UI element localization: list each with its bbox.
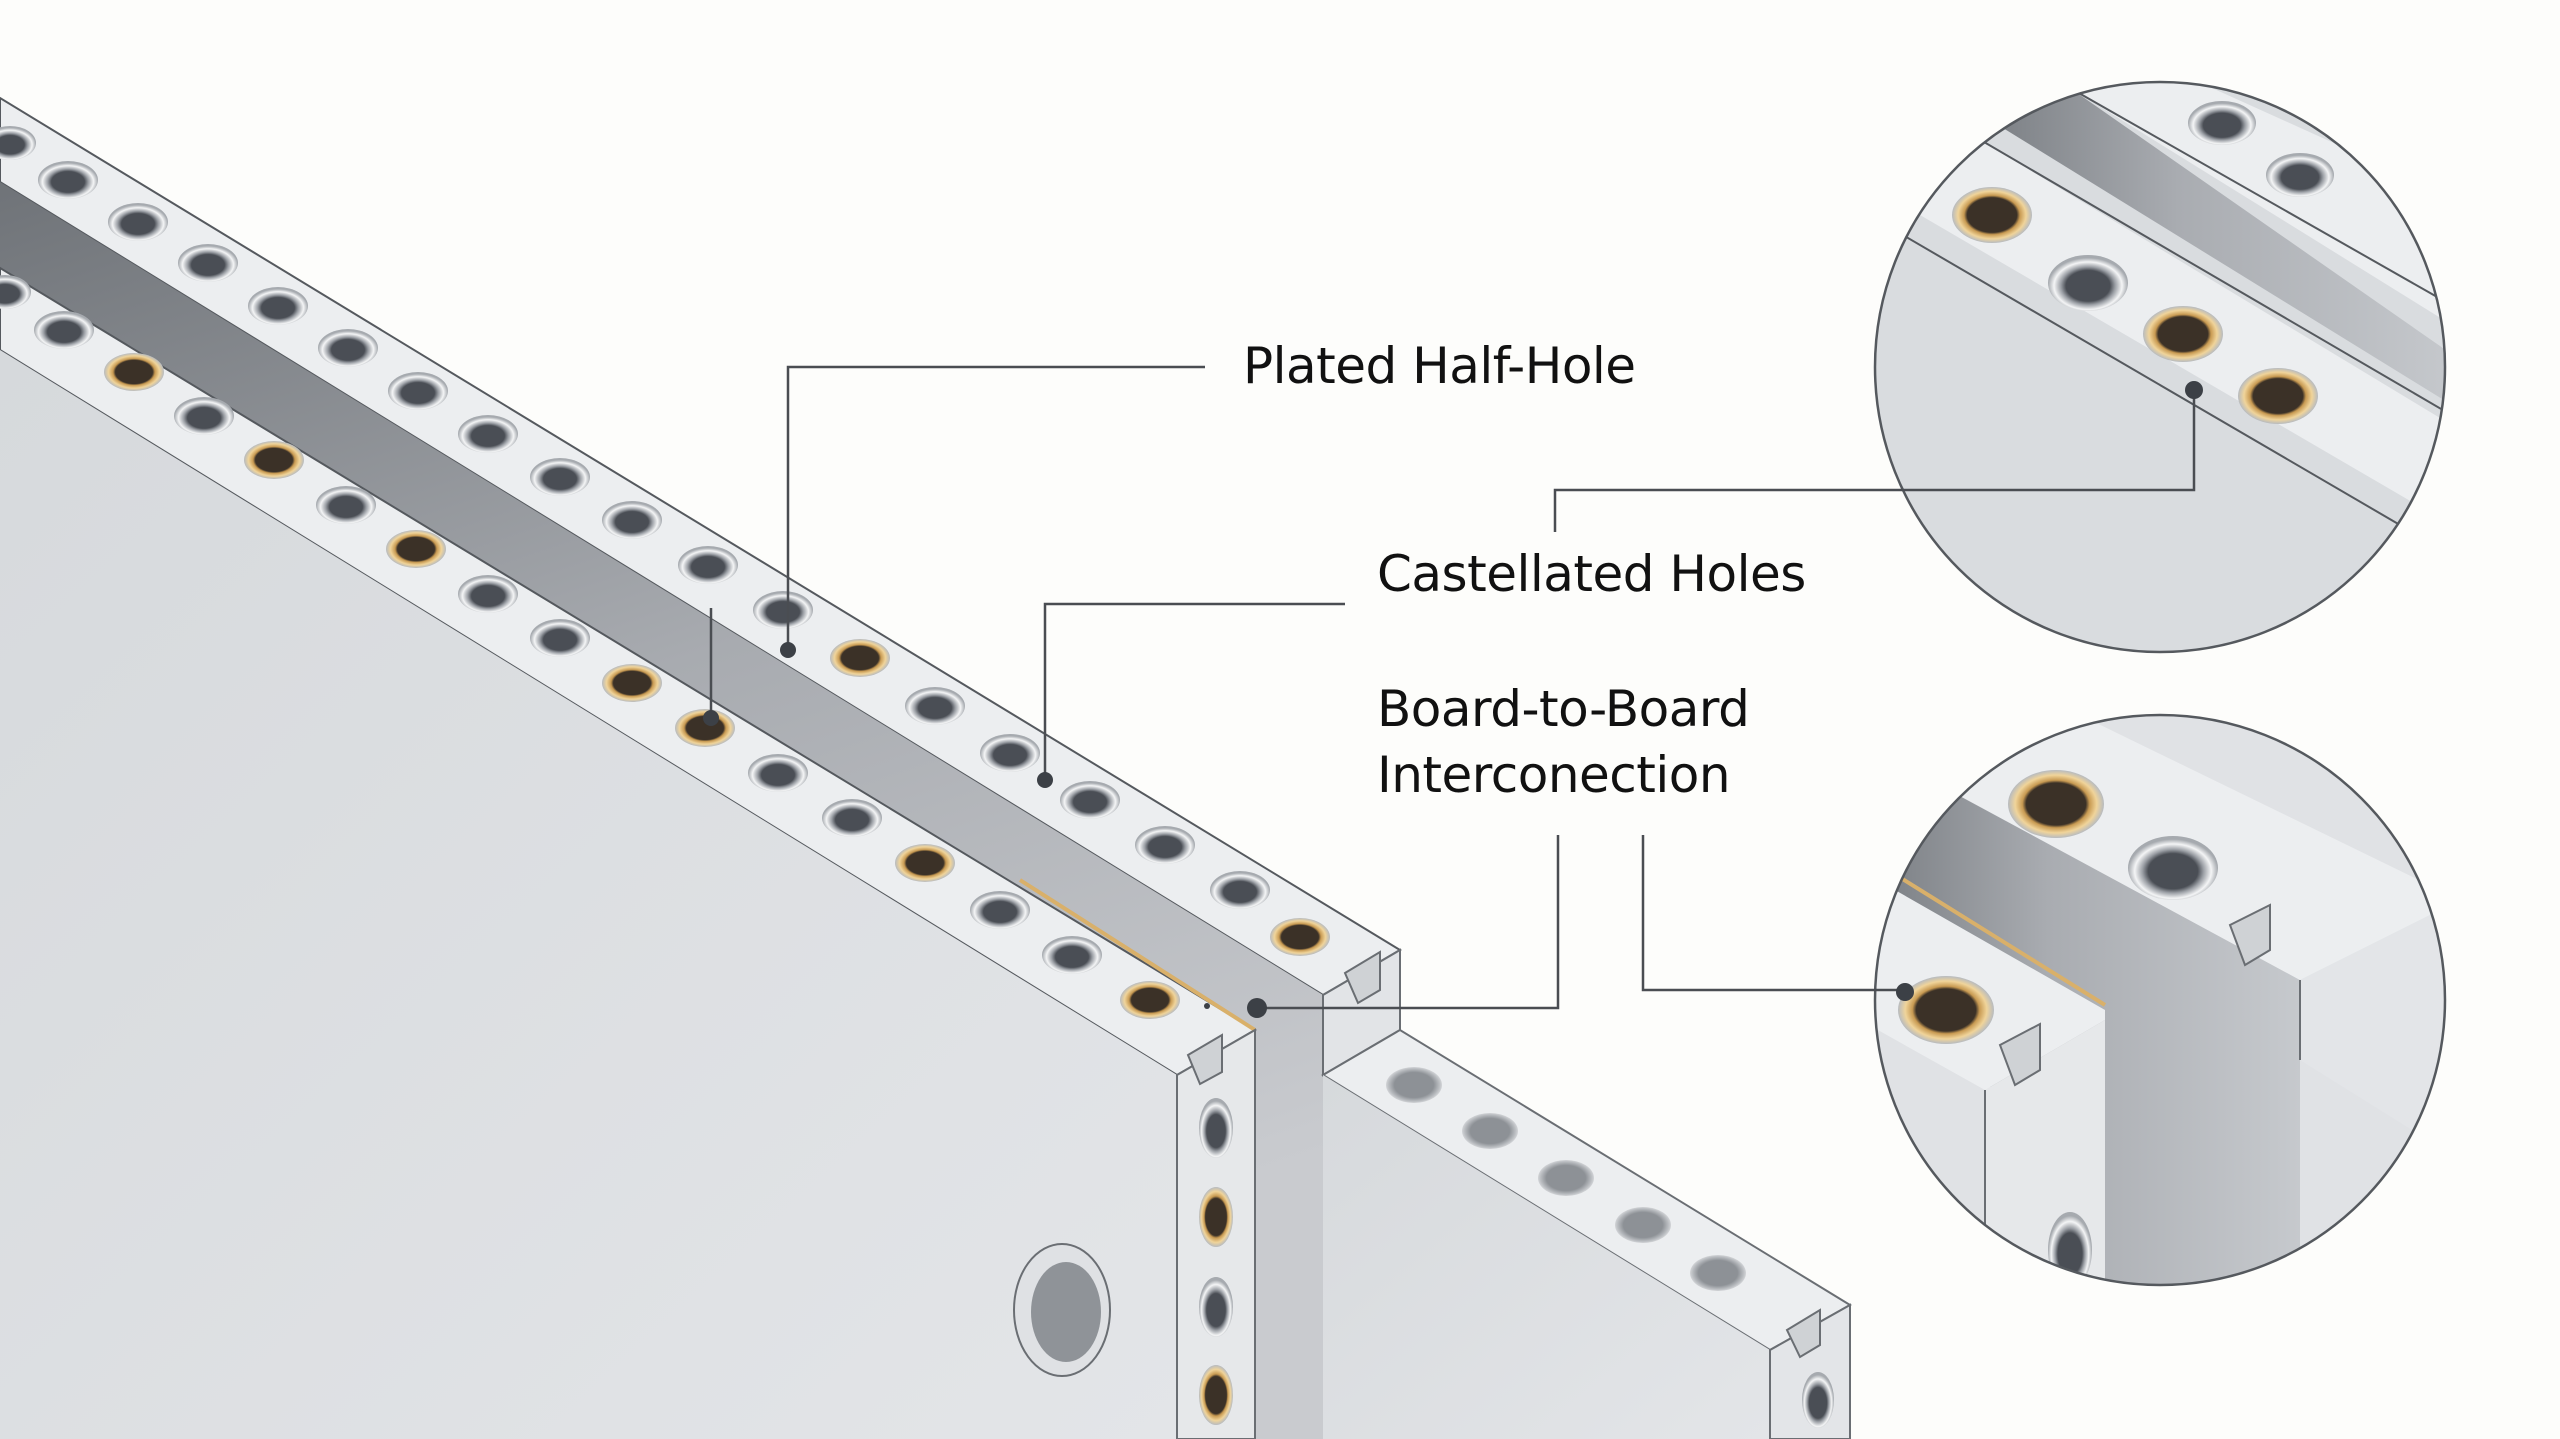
detail-circle-castellated xyxy=(1873,80,2447,654)
leader-castellated-holes xyxy=(1043,602,1345,780)
detail-circle-board-to-board xyxy=(1873,713,2447,1287)
leader-dots xyxy=(703,381,2203,1018)
back-board-hole-row xyxy=(0,126,1330,956)
leader-plated-half-hole xyxy=(786,365,1205,650)
front-board-hole-row xyxy=(0,275,1180,1019)
leader-board-junction xyxy=(1257,835,1560,1010)
label-board-to-board-line2: Interconection xyxy=(1377,746,1731,804)
label-castellated-holes: Castellated Holes xyxy=(1377,545,1806,603)
front-end-face-holes xyxy=(1199,1098,1233,1425)
label-board-to-board: Board-to-Board Interconection xyxy=(1377,676,1750,808)
leader-castellated-detail xyxy=(1553,390,2196,532)
shelf-hole-row xyxy=(1386,1067,1834,1428)
label-plated-half-hole: Plated Half-Hole xyxy=(1243,337,1636,395)
label-board-to-board-line1: Board-to-Board xyxy=(1377,680,1750,738)
leader-b2b-detail xyxy=(1641,835,1905,992)
back-board xyxy=(0,96,1852,1439)
leader-lines xyxy=(709,365,2196,1010)
